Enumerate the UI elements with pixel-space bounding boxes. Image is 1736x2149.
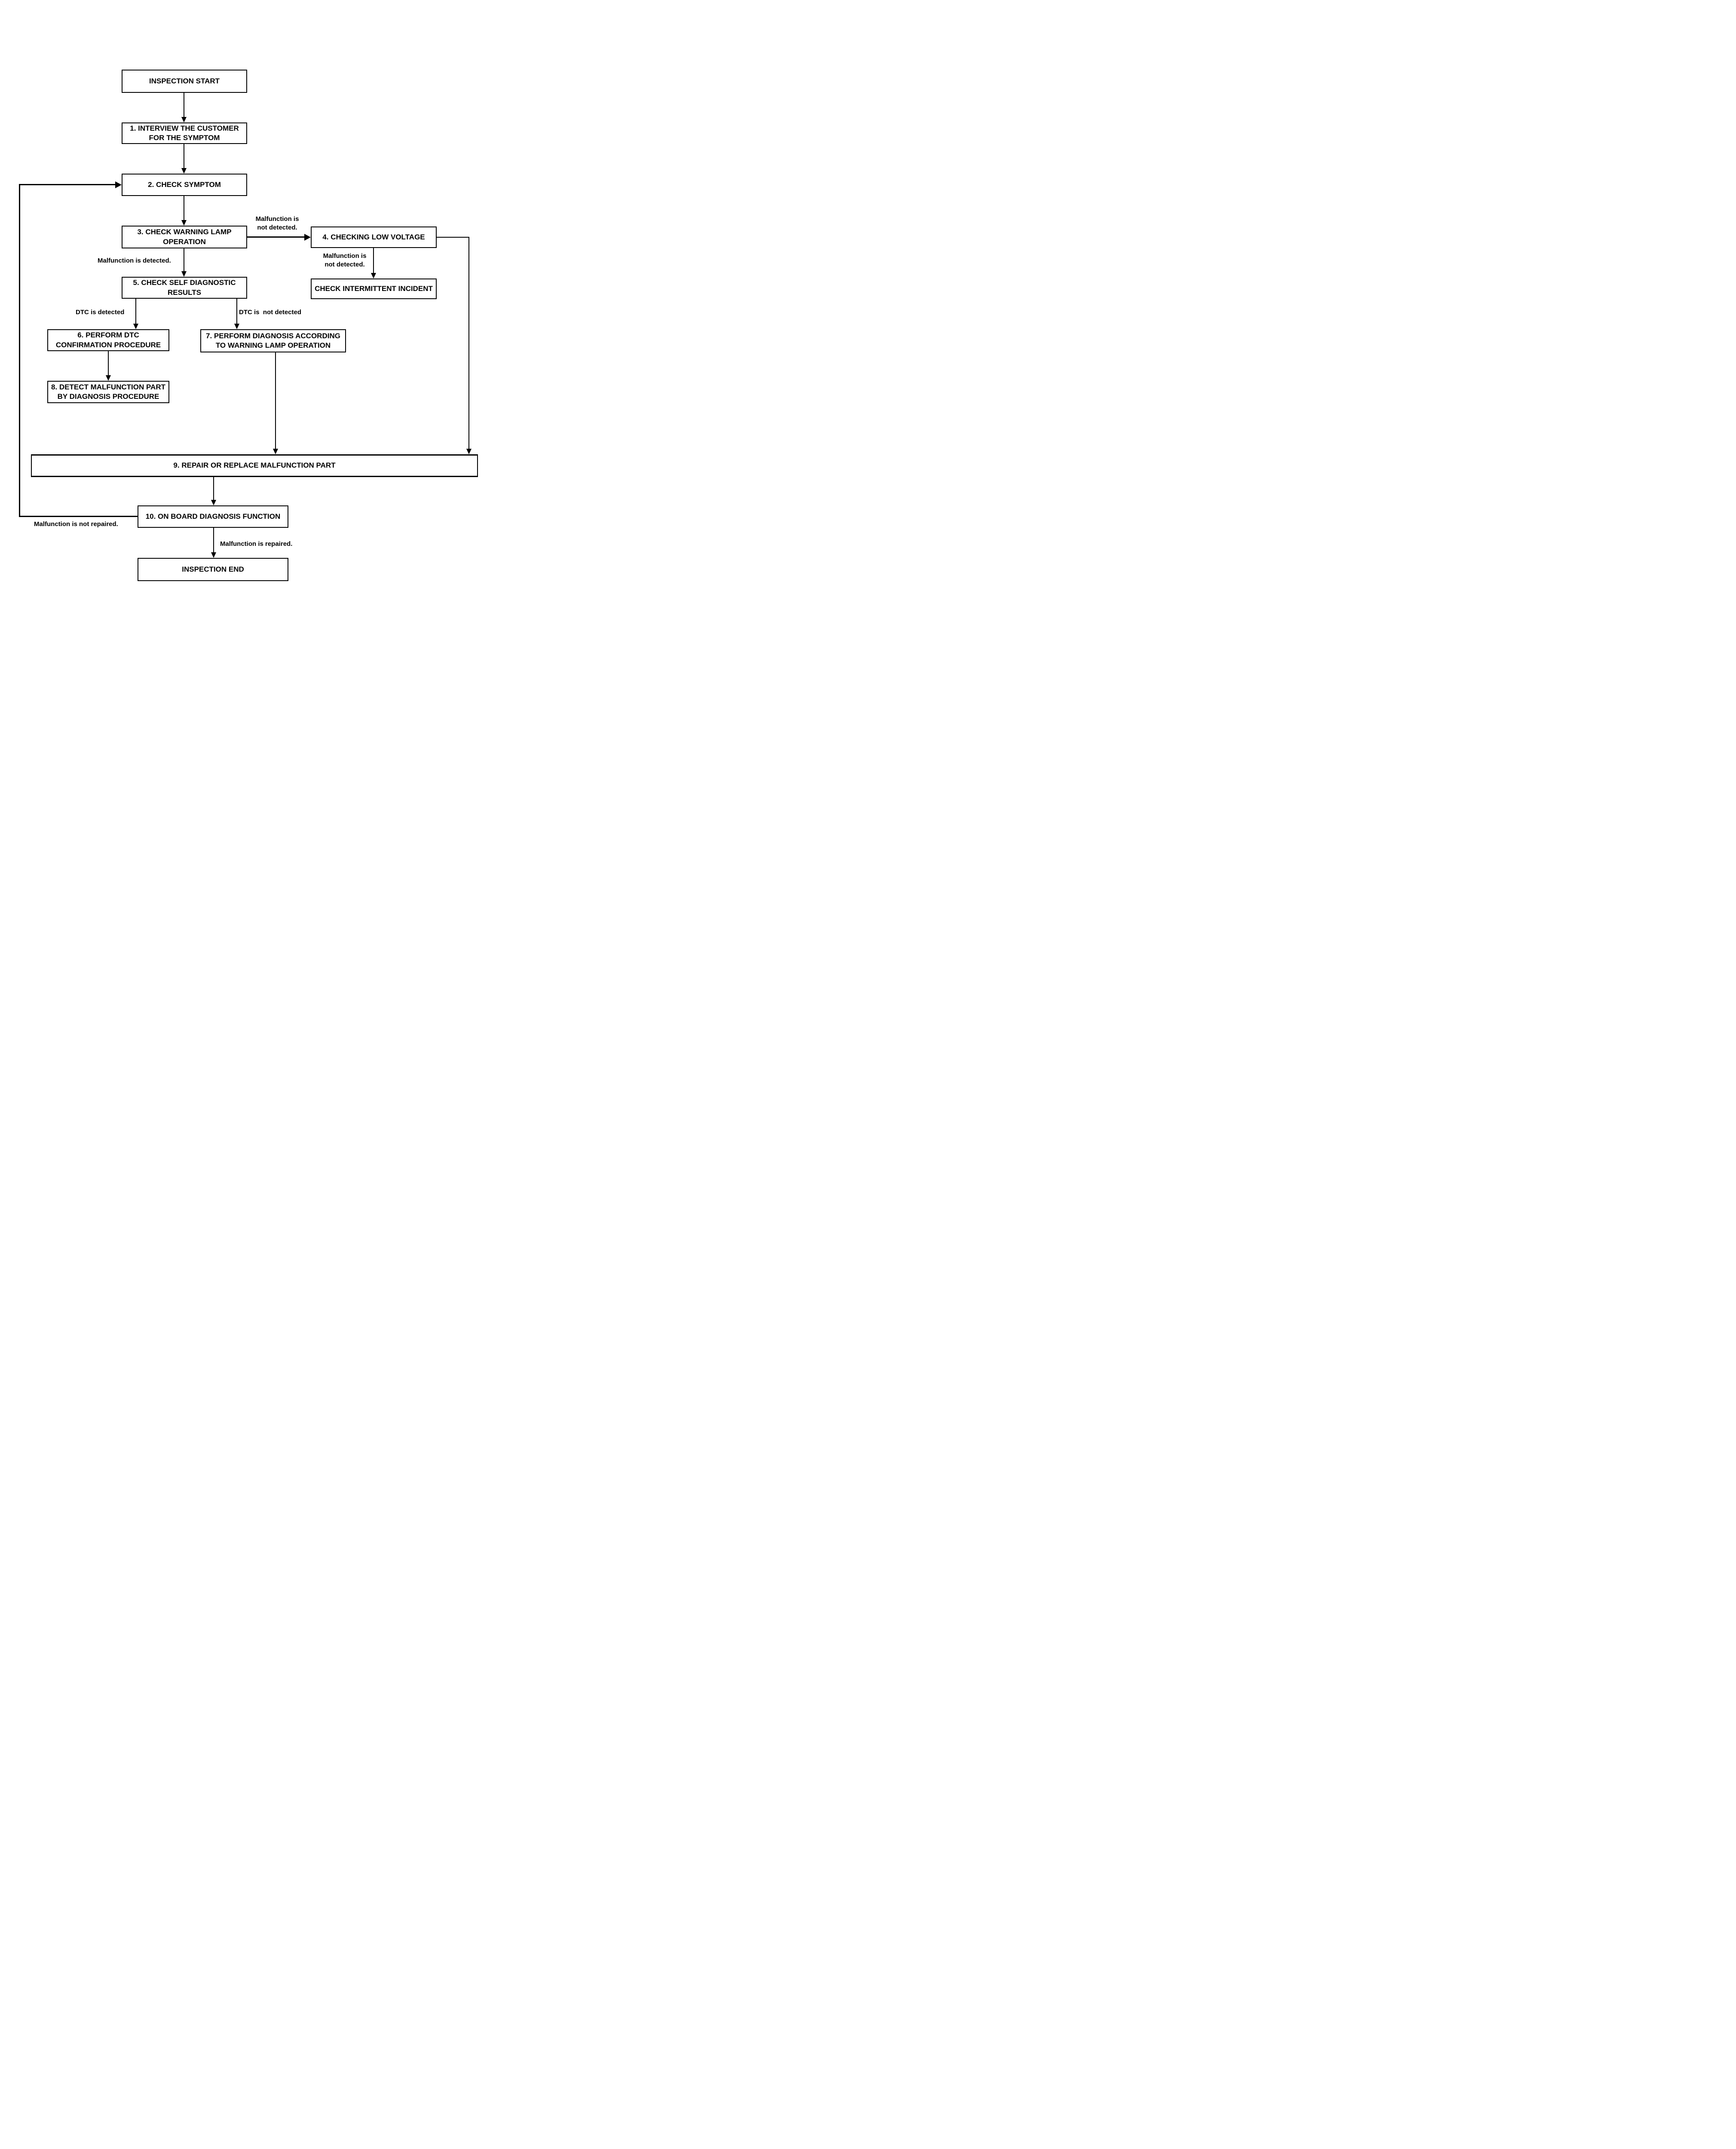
arrowhead-step7-to-step9: [273, 449, 278, 454]
label-malfunction-detected: Malfunction is detected.: [98, 257, 171, 264]
label-dtc-not-detected: DTC is not detected: [239, 309, 302, 316]
connector-step5-to-step6: [135, 299, 136, 324]
node-check-intermittent-incident: CHECK INTERMITTENT INCIDENT: [311, 279, 437, 299]
connector-loop-vertical: [19, 184, 20, 517]
label-dtc-detected: DTC is detected: [76, 309, 125, 316]
connector-step4-to-check-intermittent: [373, 248, 374, 273]
connector-loop-bottom: [19, 516, 138, 517]
connector-step5-to-step7: [236, 299, 237, 324]
node-on-board-diagnosis-function: 10. ON BOARD DIAGNOSIS FUNCTION: [138, 505, 288, 528]
node-repair-replace-malfunction-part: 9. REPAIR OR REPLACE MALFUNCTION PART: [31, 454, 478, 477]
node-check-warning-lamp: 3. CHECK WARNING LAMP OPERATION: [122, 226, 247, 248]
node-interview-customer: 1. INTERVIEW THE CUSTOMER FOR THE SYMPTO…: [122, 122, 247, 144]
node-inspection-start: INSPECTION START: [122, 70, 247, 93]
arrowhead-step2-to-step3: [181, 220, 187, 226]
arrowhead-step9-to-step10: [211, 500, 216, 505]
arrowhead-step3-to-step5: [181, 271, 187, 277]
node-checking-low-voltage: 4. CHECKING LOW VOLTAGE: [311, 227, 437, 248]
node-diagnosis-warning-lamp-operation: 7. PERFORM DIAGNOSIS ACCORDING TO WARNIN…: [200, 329, 346, 352]
label-malfunction-repaired: Malfunction is repaired.: [220, 540, 293, 548]
connector-step6-to-step8: [108, 351, 109, 376]
arrowhead-step1-to-step2: [181, 168, 187, 174]
label-malfunction-not-repaired: Malfunction is not repaired.: [34, 520, 118, 528]
node-dtc-confirmation-procedure: 6. PERFORM DTC CONFIRMATION PROCEDURE: [47, 329, 169, 351]
connector-step9-to-step10: [213, 477, 214, 500]
arrowhead-step4-to-check-intermittent: [371, 273, 376, 279]
label-malfunction-not-detected-voltage: Malfunction is not detected.: [323, 252, 367, 268]
arrowhead-step5-to-step6: [133, 324, 138, 329]
arrowhead-step10-to-end: [211, 552, 216, 558]
arrowhead-loop-to-step2: [115, 181, 122, 188]
arrowhead-start-to-step1: [181, 117, 187, 122]
node-check-symptom: 2. CHECK SYMPTOM: [122, 174, 247, 196]
arrowhead-step6-to-step8: [106, 375, 111, 381]
node-check-self-diagnostic: 5. CHECK SELF DIAGNOSTIC RESULTS: [122, 277, 247, 299]
arrowhead-step4-to-step9: [466, 449, 472, 454]
arrowhead-step5-to-step7: [234, 324, 239, 329]
flowchart-diagnosis-procedure: INSPECTION START 1. INTERVIEW THE CUSTOM…: [0, 0, 496, 672]
connector-step4-to-step9-horizontal: [437, 237, 469, 238]
connector-step7-to-step9: [275, 352, 276, 449]
connector-loop-top: [19, 184, 116, 185]
connector-step3-to-step4: [247, 236, 305, 238]
arrowhead-step3-to-step4: [304, 234, 311, 241]
node-inspection-end: INSPECTION END: [138, 558, 288, 581]
connector-step10-to-end: [213, 528, 214, 553]
label-malfunction-not-detected-lamp: Malfunction is not detected.: [255, 215, 299, 231]
connector-step4-to-step9-vertical: [468, 237, 469, 449]
node-detect-malfunction-part: 8. DETECT MALFUNCTION PART BY DIAGNOSIS …: [47, 381, 169, 403]
